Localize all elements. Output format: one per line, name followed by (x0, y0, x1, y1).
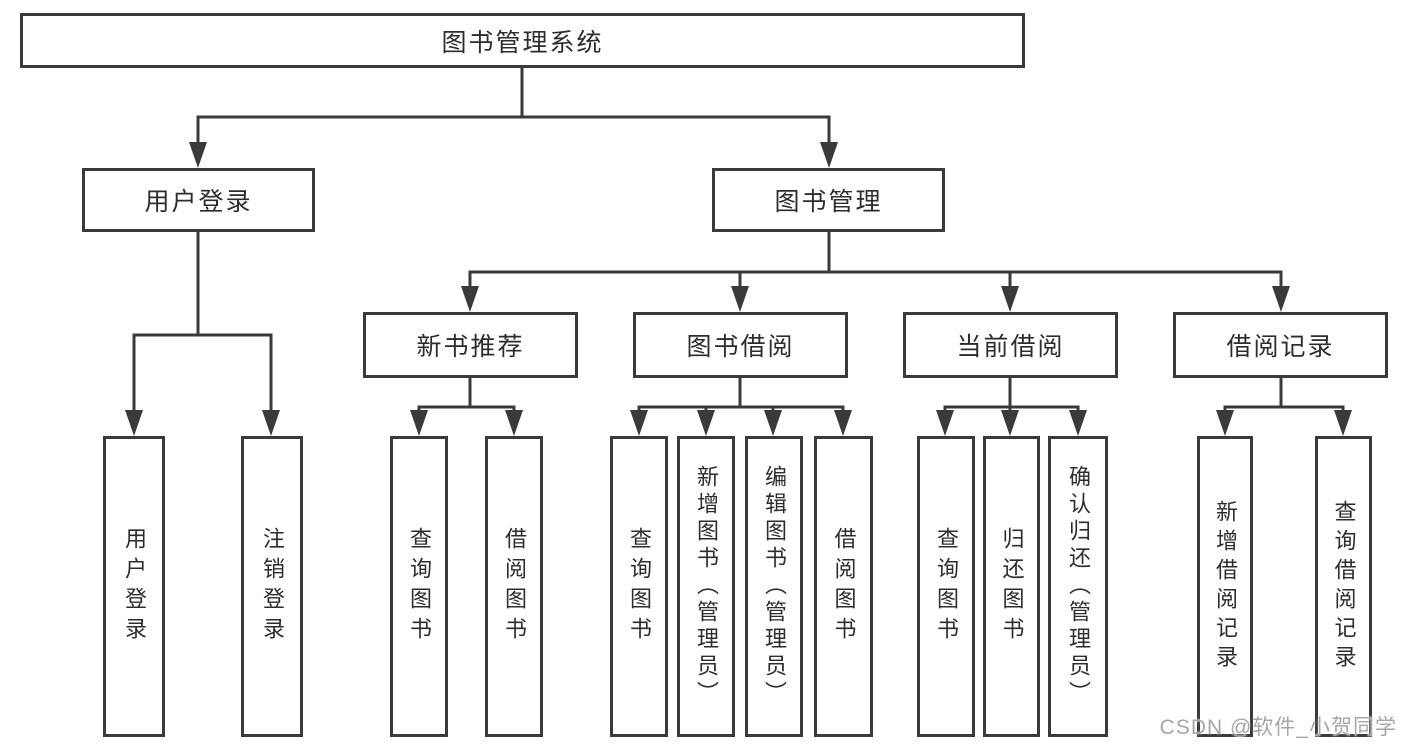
leaf-query-books-1: 查询图书 (390, 436, 448, 737)
leaf-query-books-2: 查询图书 (610, 436, 668, 737)
leaf-return-books: 归还图书 (983, 436, 1040, 737)
connector-root-to-level2 (189, 66, 838, 168)
connector-bookmgmt-to-level3 (461, 230, 1290, 312)
node-new-book-recommend: 新书推荐 (363, 312, 578, 378)
connector-currentborrow-to-leaves (936, 376, 1087, 436)
node-current-borrow: 当前借阅 (903, 312, 1118, 378)
leaf-query-books-3: 查询图书 (917, 436, 975, 737)
connector-userlogin-to-leaves (125, 230, 280, 436)
connector-bookborrow-to-leaves (630, 376, 852, 436)
leaf-add-borrow-record: 新增借阅记录 (1197, 436, 1253, 737)
leaf-edit-books-admin: 编辑图书（管理员） (745, 436, 803, 737)
leaf-add-books-admin: 新增图书（管理员） (677, 436, 735, 737)
leaf-query-borrow-record: 查询借阅记录 (1315, 436, 1372, 737)
node-borrow-records: 借阅记录 (1173, 312, 1388, 378)
node-root-library-system: 图书管理系统 (20, 13, 1025, 68)
leaf-confirm-return-admin: 确认归还（管理员） (1048, 436, 1108, 737)
connector-newbooks-to-leaves (410, 376, 523, 436)
csdn-watermark: CSDN @软件_小贺同学 (1159, 716, 1397, 739)
connector-borrowrecords-to-leaves (1216, 376, 1352, 436)
node-user-login: 用户登录 (82, 168, 315, 232)
leaf-borrow-books-2: 借阅图书 (814, 436, 873, 737)
leaf-user-login: 用户登录 (103, 436, 165, 737)
node-book-management: 图书管理 (712, 168, 945, 232)
leaf-logout: 注销登录 (241, 436, 303, 737)
leaf-borrow-books-1: 借阅图书 (485, 436, 543, 737)
node-book-borrow: 图书借阅 (633, 312, 848, 378)
